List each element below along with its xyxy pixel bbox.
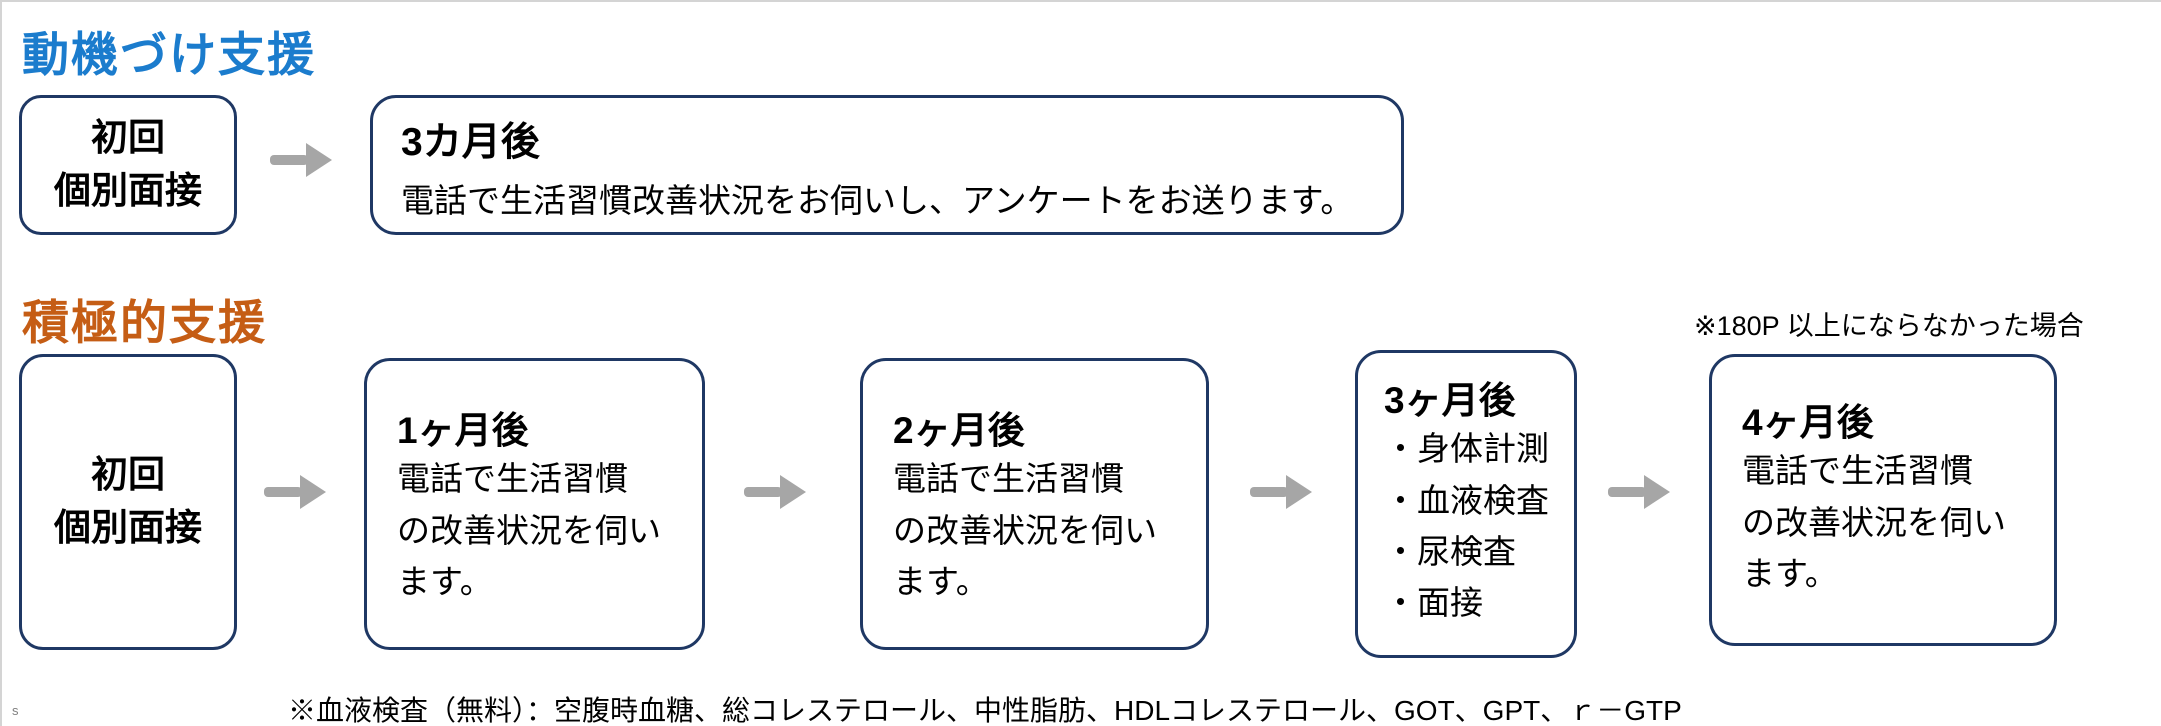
flow-box-3months-checkup: 3ヶ月後 ・身体計測 ・血液検査 ・尿検査 ・面接 xyxy=(1355,350,1577,658)
section-title-active-support: 積極的支援 xyxy=(22,296,267,349)
flow-box-initial-interview-row1: 初回 個別面接 xyxy=(19,95,237,235)
flow-arrow-icon xyxy=(744,473,806,511)
flow-arrow-icon xyxy=(264,473,326,511)
checkup-item: ・血液検査 xyxy=(1384,481,1549,519)
flow-box-line: 個別面接 xyxy=(54,170,202,211)
flow-box-2months-phone: 2ヶ月後 電話で生活習慣 の改善状況を伺い ます。 xyxy=(860,358,1209,650)
stray-corner-character: s xyxy=(12,703,19,718)
flow-arrow-icon xyxy=(1608,473,1670,511)
flow-arrow-icon xyxy=(270,141,332,179)
flow-box-body: 電話で生活習慣改善状況をお伺いし、アンケートをお送ります。 xyxy=(401,181,1354,219)
flow-box-body: 電話で生活習慣 の改善状況を伺い ます。 xyxy=(397,460,661,600)
flow-arrow-icon xyxy=(1250,473,1312,511)
flow-box-line: 個別面接 xyxy=(54,507,202,548)
checkup-item: ・身体計測 xyxy=(1384,430,1549,468)
checkup-item: ・尿検査 xyxy=(1384,532,1516,570)
checkup-item: ・面接 xyxy=(1384,583,1483,621)
note-180p-condition: ※180P 以上にならなかった場合 xyxy=(1694,311,2084,341)
flow-box-heading: 1ヶ月後 xyxy=(397,410,529,451)
flow-box-body: 電話で生活習慣 の改善状況を伺い ます。 xyxy=(893,460,1157,600)
flow-box-heading: 3ヶ月後 xyxy=(1384,380,1516,421)
flow-box-line: 初回 xyxy=(91,454,165,496)
flow-box-checkup-list: ・身体計測 ・血液検査 ・尿検査 ・面接 xyxy=(1384,423,1574,628)
section-title-motivational-support: 動機づけ支援 xyxy=(22,28,316,81)
flow-box-3months-phone-survey: 3カ月後 電話で生活習慣改善状況をお伺いし、アンケートをお送ります。 xyxy=(370,95,1404,235)
flow-box-heading: 4ヶ月後 xyxy=(1742,402,1874,443)
flow-box-line: 初回 xyxy=(91,117,165,159)
flow-box-body: 電話で生活習慣 の改善状況を伺い ます。 xyxy=(1742,452,2006,592)
flow-box-initial-interview-row2: 初回 個別面接 xyxy=(19,354,237,650)
flow-box-4months-phone: 4ヶ月後 電話で生活習慣 の改善状況を伺い ます。 xyxy=(1709,354,2057,646)
flow-box-heading: 2ヶ月後 xyxy=(893,410,1025,451)
flow-box-1month-phone: 1ヶ月後 電話で生活習慣 の改善状況を伺い ます。 xyxy=(364,358,705,650)
flow-box-heading: 3カ月後 xyxy=(401,121,540,164)
blood-test-footnote: ※血液検査（無料）：空腹時血糖、総コレステロール、中性脂肪、HDLコレステロール… xyxy=(288,695,1682,726)
